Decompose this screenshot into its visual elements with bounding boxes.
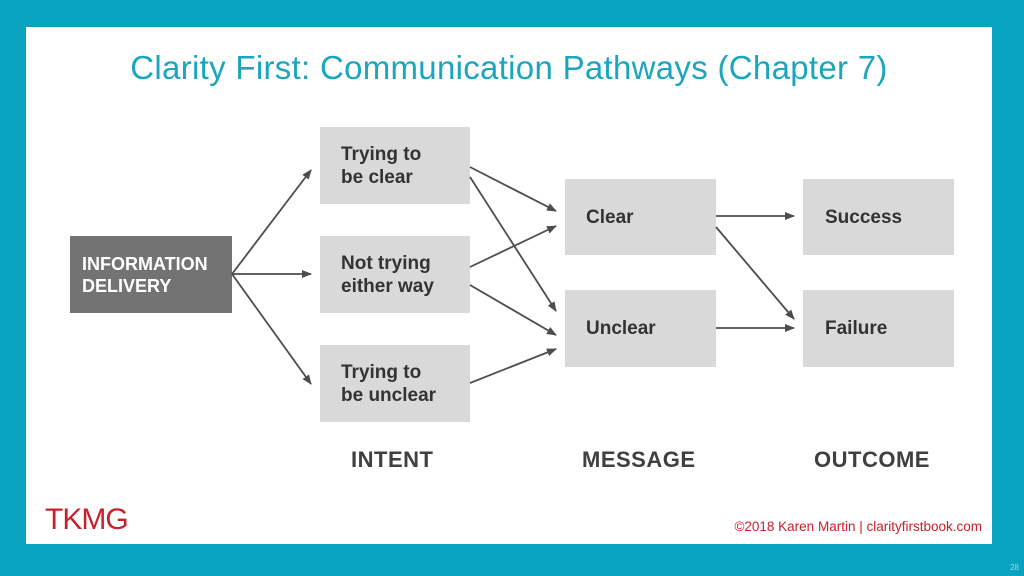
message-box-clear [565,179,716,255]
arrow-not-trying-to-unclear [469,284,557,336]
pathways-diagram [70,127,954,422]
tkmg-logo: TKMG [45,503,129,536]
information-delivery-box [70,236,232,313]
arrow-not-trying-to-clear [469,225,557,268]
outcome-box-failure [803,290,954,367]
column-label-intent: INTENT [351,447,434,472]
intent-label-trying-unclear: Trying to be unclear [341,361,437,406]
information-delivery-label: INFORMATION DELIVERY [82,253,208,296]
column-label-outcome: OUTCOME [814,447,930,472]
arrow-start-to-trying-clear [231,169,312,275]
column-label-message: MESSAGE [582,447,696,472]
slide-title: Clarity First: Communication Pathways (C… [130,49,888,86]
arrow-start-to-trying-unclear [231,273,312,385]
copyright-footer: ©2018 Karen Martin | clarityfirstbook.co… [734,519,982,534]
page-number: 28 [1010,563,1019,572]
intent-label-not-trying: Not trying either way [341,252,434,297]
arrow-trying-unclear-to-unclear [469,348,557,384]
intent-label-trying-clear: Trying to be clear [341,143,422,188]
arrow-trying-clear-to-unclear [469,176,557,312]
arrow-trying-clear-to-clear [469,166,557,212]
intent-box-not-trying [320,236,470,313]
message-box-unclear [565,290,716,367]
outcome-label-failure: Failure [825,318,888,339]
message-label-unclear: Unclear [586,318,656,339]
slide-canvas: Clarity First: Communication Pathways (C… [26,27,992,544]
arrow-clear-to-failure [715,226,795,320]
intent-box-trying-unclear [320,345,470,422]
message-label-clear: Clear [586,206,634,228]
outcome-label-success: Success [825,206,903,228]
intent-box-trying-clear [320,127,470,204]
outcome-box-success [803,179,954,255]
